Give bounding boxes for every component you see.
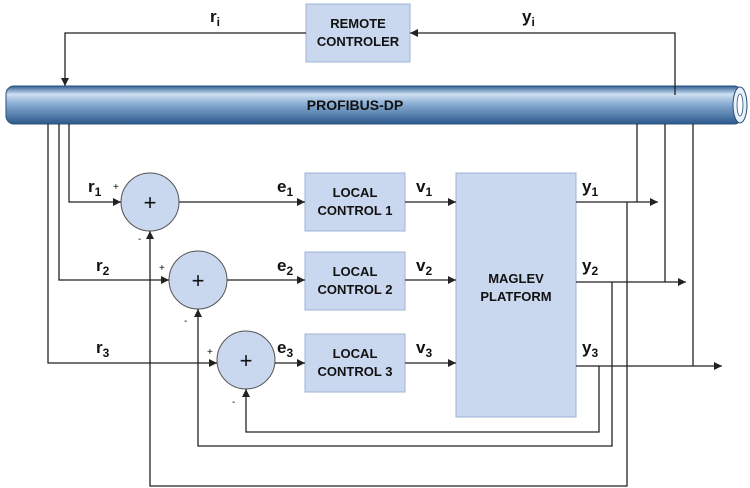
- bus-label: PROFIBUS-DP: [307, 97, 403, 113]
- svg-text:+: +: [192, 268, 205, 293]
- sum-1-plus-sign: +: [113, 182, 119, 193]
- sum-1-minus-sign: -: [138, 234, 141, 245]
- forward-wires: [179, 198, 456, 367]
- signal-y1: y1: [582, 177, 598, 199]
- remote-controller-line2: CONTROLER: [317, 34, 400, 49]
- local-control-1-block: LOCAL CONTROL 1: [304, 172, 406, 232]
- local-control-3-line1: LOCAL: [333, 346, 378, 361]
- signal-y2: y2: [582, 256, 598, 278]
- sum-junction-1: +: [120, 172, 180, 232]
- signal-e2: e2: [277, 256, 293, 278]
- sum-junction-3: +: [216, 330, 276, 390]
- svg-text:+: +: [240, 348, 253, 373]
- local-control-2-line1: LOCAL: [333, 264, 378, 279]
- signal-v1: v1: [416, 177, 432, 199]
- maglev-platform-block: MAGLEV PLATFORM: [455, 172, 577, 418]
- remote-controller-line1: REMOTE: [330, 16, 386, 31]
- signal-r3: r3: [96, 338, 110, 360]
- signal-v2: v2: [416, 256, 432, 278]
- platform-line2: PLATFORM: [480, 289, 551, 304]
- reference-wires: [47, 124, 217, 367]
- signal-y3: y3: [582, 338, 598, 360]
- signal-yi: yi: [522, 7, 535, 29]
- output-wires: [576, 198, 722, 370]
- local-control-1-line2: CONTROL 1: [318, 203, 393, 218]
- profibus-bus: PROFIBUS-DP: [5, 85, 748, 125]
- sum-junction-2: +: [168, 250, 228, 310]
- local-control-3-line2: CONTROL 3: [318, 364, 393, 379]
- sum-2-plus-sign: +: [159, 263, 165, 274]
- platform-line1: MAGLEV: [488, 271, 544, 286]
- signal-ri: ri: [210, 7, 220, 29]
- local-control-2-block: LOCAL CONTROL 2: [304, 251, 406, 311]
- signal-r1: r1: [88, 177, 102, 199]
- sum-2-minus-sign: -: [184, 316, 187, 327]
- local-control-1-line1: LOCAL: [333, 185, 378, 200]
- signal-r2: r2: [96, 256, 110, 278]
- local-control-2-line2: CONTROL 2: [318, 282, 393, 297]
- signal-e1: e1: [277, 177, 293, 199]
- feedback-wires: [146, 202, 628, 487]
- sum-3-minus-sign: -: [232, 397, 235, 408]
- local-control-3-block: LOCAL CONTROL 3: [304, 333, 406, 393]
- signal-e3: e3: [277, 338, 293, 360]
- output-to-bus-wires: [636, 124, 694, 366]
- remote-wires: [61, 29, 676, 95]
- remote-controller-block: REMOTE CONTROLER: [305, 3, 411, 63]
- signal-v3: v3: [416, 338, 432, 360]
- svg-text:+: +: [144, 190, 157, 215]
- sum-3-plus-sign: +: [207, 347, 213, 358]
